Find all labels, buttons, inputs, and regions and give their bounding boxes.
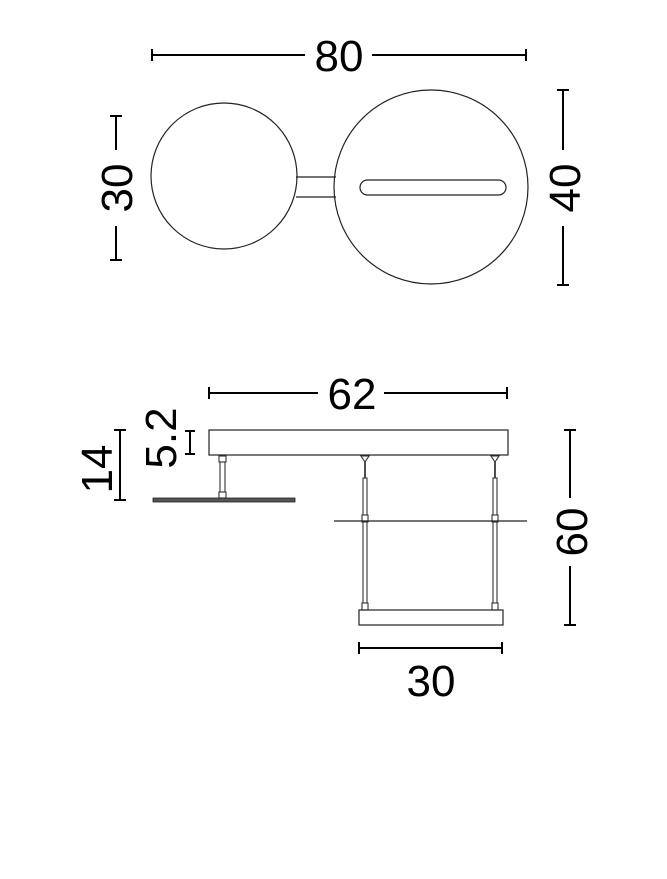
canopy-length-label: 62: [328, 370, 377, 419]
dimension-long-drop: 60: [548, 429, 597, 626]
large-disc: [333, 89, 529, 285]
dimension-large-disc: 40: [541, 89, 590, 286]
suspension-rod: [492, 477, 498, 517]
dimension-canopy-height: 5.2: [137, 407, 195, 469]
large-disc-diameter-label: 40: [541, 164, 590, 213]
suspension-rod: [362, 477, 368, 517]
connecting-arm: [296, 176, 336, 198]
ceiling-canopy: [208, 429, 509, 456]
light-slot: [359, 179, 507, 196]
side-view: 62 14 5.2: [73, 370, 597, 706]
rod-connector: [361, 602, 369, 611]
short-pendant: [152, 455, 296, 503]
dimension-small-disc: 30: [93, 115, 142, 261]
long-drop-label: 60: [548, 508, 597, 557]
dimension-short-drop: 14: [73, 429, 126, 501]
top-view: 80 30 40: [93, 32, 590, 286]
bottom-light-bar: [358, 609, 504, 626]
rod-connector: [489, 455, 501, 463]
bottom-bar-length-label: 30: [407, 657, 456, 706]
rod-connector: [218, 455, 227, 463]
small-disc-diameter-label: 30: [93, 164, 142, 213]
dimension-canopy-length: 62: [208, 370, 508, 419]
suspension-rod: [219, 461, 226, 493]
small-disc: [150, 102, 298, 250]
suspension-rod: [362, 521, 368, 605]
rod-connector: [491, 602, 499, 611]
short-drop-label: 14: [73, 445, 122, 494]
dimension-bottom-bar: 30: [358, 642, 503, 706]
rod-connector: [218, 491, 227, 499]
suspension-rod: [492, 521, 498, 605]
small-disc-profile: [152, 497, 296, 503]
canopy-height-label: 5.2: [137, 407, 186, 468]
overall-width-label: 80: [315, 32, 364, 81]
rod-connector: [359, 455, 371, 463]
dimension-overall-width: 80: [151, 32, 527, 81]
long-pendant: [334, 455, 527, 626]
